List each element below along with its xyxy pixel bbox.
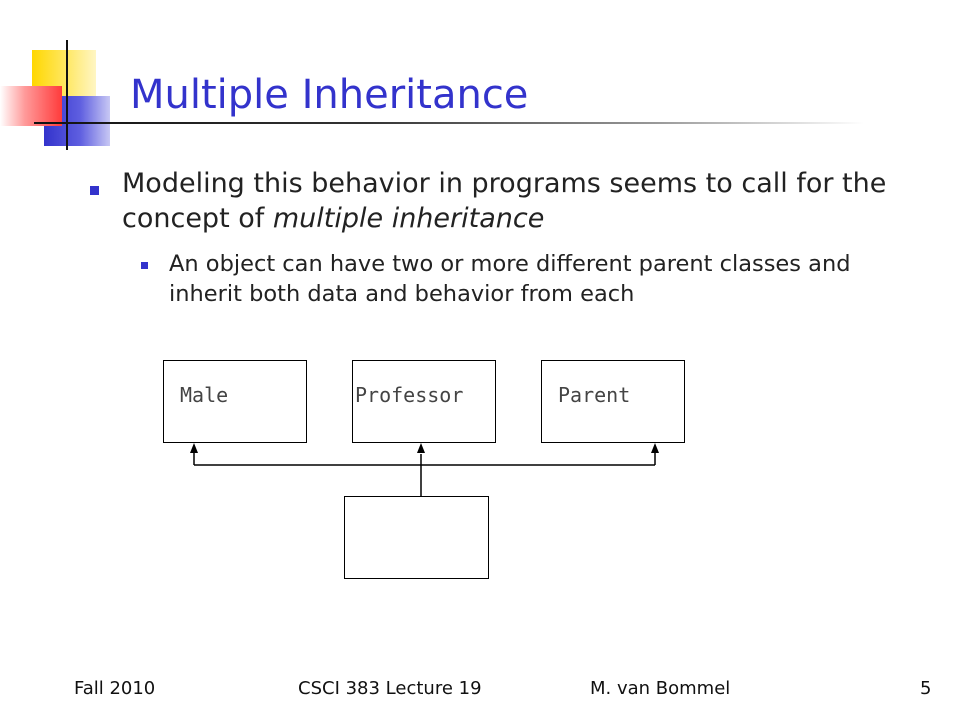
bullet-main-emphasis: multiple inheritance — [272, 203, 545, 234]
bullet-square-icon — [90, 186, 99, 195]
title-underline — [34, 122, 864, 124]
sub-bullet-square-icon — [141, 262, 148, 269]
class-label-professor: Professor — [355, 383, 464, 407]
bullet-sub: An object can have two or more different… — [169, 251, 851, 307]
footer-page-number: 5 — [920, 678, 932, 699]
slide-title: Multiple Inheritance — [130, 72, 529, 118]
class-label-male: Male — [180, 383, 229, 407]
footer-term: Fall 2010 — [74, 678, 156, 699]
bullet-main: Modeling this behavior in programs seems… — [122, 166, 892, 236]
class-box-parent: Parent — [541, 360, 685, 443]
arrowhead-male — [190, 443, 198, 453]
class-box-male: Male — [163, 360, 307, 443]
class-box-professor: Professor — [352, 360, 496, 443]
footer-author: M. van Bommel — [590, 678, 731, 699]
decor-red-bar — [0, 86, 62, 126]
class-box-child — [344, 496, 489, 579]
bullet-main-text: Modeling this behavior in programs seems… — [122, 168, 887, 234]
class-label-parent: Parent — [558, 383, 631, 407]
footer-course: CSCI 383 Lecture 19 — [298, 678, 482, 699]
arrowhead-professor — [417, 443, 425, 453]
decor-vertical-line — [66, 40, 68, 150]
arrowhead-parent — [651, 443, 659, 453]
